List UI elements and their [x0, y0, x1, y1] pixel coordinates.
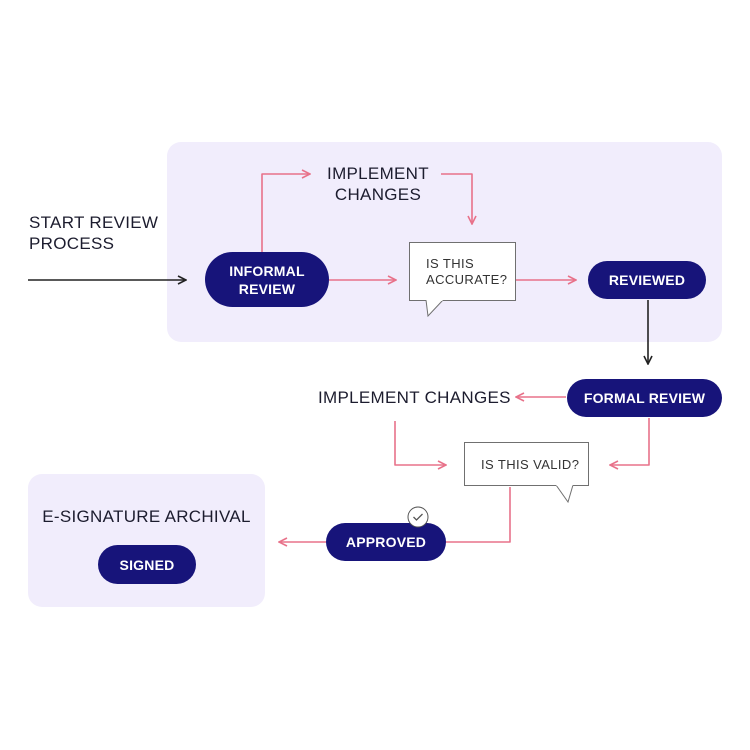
accuracy-question-bubble: IS THIS ACCURATE?: [409, 242, 516, 301]
arrow-informal-to-implement: [261, 174, 310, 252]
accuracy-question-text: IS THIS ACCURATE?: [426, 256, 508, 287]
arrow-implement-to-valid: [394, 421, 446, 465]
formal-review-node[interactable]: FORMAL REVIEW: [567, 379, 722, 417]
start-review-label: START REVIEW PROCESS: [29, 213, 159, 253]
arrow-implement-to-question: [441, 173, 472, 224]
reviewed-node[interactable]: REVIEWED: [588, 261, 706, 299]
implement-changes-top-label: IMPLEMENT CHANGES: [327, 164, 429, 204]
accuracy-bubble-tail: [425, 300, 444, 318]
validity-question-bubble: IS THIS VALID?: [464, 442, 589, 486]
informal-review-node[interactable]: INFORMAL REVIEW: [205, 252, 329, 307]
validity-question-text: IS THIS VALID?: [481, 457, 580, 472]
implement-changes-mid-label: IMPLEMENT CHANGES: [318, 388, 511, 407]
signed-node[interactable]: SIGNED: [98, 545, 196, 584]
arrow-formal-to-valid: [610, 418, 650, 465]
check-circle-icon: [407, 506, 429, 528]
validity-bubble-tail: [555, 485, 574, 504]
archival-title: E-SIGNATURE ARCHIVAL: [42, 507, 251, 526]
approved-node[interactable]: APPROVED: [326, 523, 446, 561]
arrow-valid-to-approved: [446, 487, 511, 543]
archival-panel: [28, 474, 265, 607]
